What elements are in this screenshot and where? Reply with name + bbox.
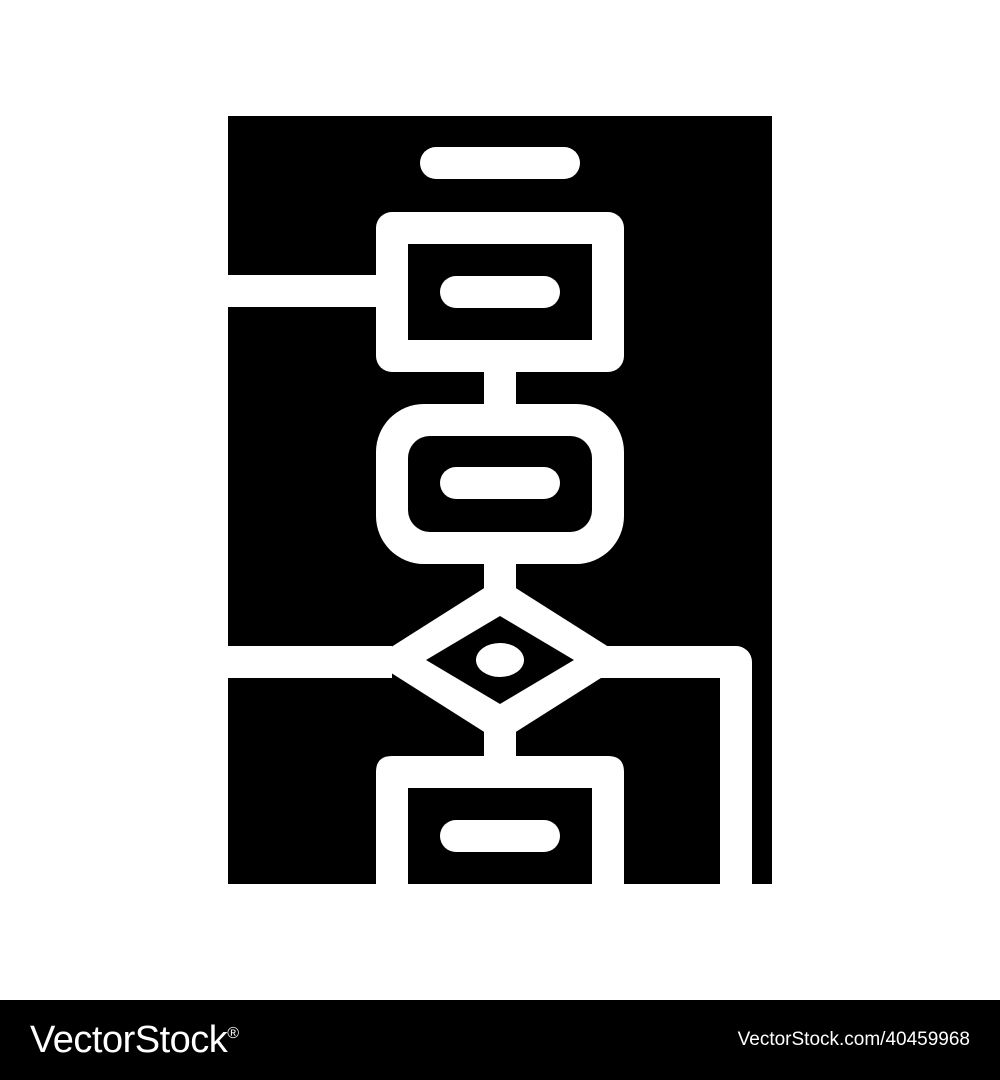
process-box-bottom xyxy=(376,756,624,884)
brand-name: VectorStock xyxy=(30,1019,228,1061)
flowchart-glyph-icon xyxy=(228,116,772,884)
brand-logo: VectorStock® xyxy=(30,1014,239,1066)
process-box-top xyxy=(376,212,624,372)
title-bar xyxy=(420,147,580,179)
stock-id-text: VectorStock.com/40459968 xyxy=(737,1029,970,1050)
icon-canvas xyxy=(228,116,772,884)
watermark-footer: VectorStock® VectorStock.com/40459968 xyxy=(0,1000,1000,1080)
brand-registered-mark: ® xyxy=(227,1025,239,1042)
decision-diamond xyxy=(375,579,625,741)
process-box-middle xyxy=(376,404,624,564)
